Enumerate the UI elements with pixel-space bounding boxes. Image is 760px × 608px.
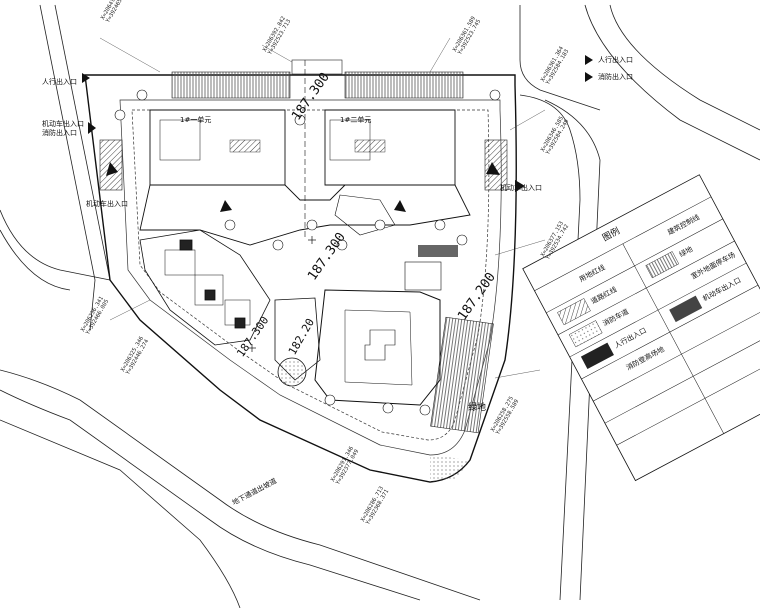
- grid-axis-markers: [114, 89, 501, 416]
- legend-title: 图例: [601, 226, 622, 244]
- legend-row-5: 室外地面停车场: [689, 250, 737, 281]
- survey-marks: [248, 236, 316, 352]
- parking-strips: [99, 59, 508, 434]
- leader-lines: [99, 37, 546, 379]
- fire-entrance-left-label: 消防出入口: [42, 129, 77, 137]
- left-cluster: [139, 229, 271, 346]
- pedestrian-entrance-right-label: 人行出入口: [598, 56, 633, 64]
- legend-row-6: 人行出入口: [613, 326, 648, 350]
- green-area: [430, 455, 470, 482]
- legend-row-7: 机动车出入口: [701, 276, 743, 304]
- road-outlines: [0, 4, 760, 608]
- unit1-label: 1#一单元: [180, 116, 212, 124]
- entrance-arrows: [82, 55, 593, 212]
- vehicle-entrance-right-label: 机动车出入口: [500, 184, 542, 192]
- legend-table: [522, 174, 760, 482]
- legend-row-4: 消防车道: [601, 307, 630, 328]
- center-building: [314, 245, 458, 406]
- unit2-label: 1#二单元: [340, 116, 372, 124]
- center-features: [274, 194, 396, 387]
- fire-entrance-right-label: 消防出入口: [598, 73, 633, 81]
- vehicle-entrance-left2-label: 机动车出入口: [86, 200, 128, 208]
- green-label: 绿地: [468, 403, 487, 413]
- vehicle-entrance-left-label: 机动车出入口: [42, 120, 84, 128]
- legend-row-8: 消防登高场地: [624, 345, 666, 373]
- legend-row-2: 道路红线: [589, 285, 619, 306]
- legend-row-1: 建筑控制线: [666, 213, 701, 237]
- legend-row-3: 绿地: [678, 245, 695, 259]
- pedestrian-entrance-left-label: 人行出入口: [42, 78, 77, 86]
- legend-row-0: 用地红线: [577, 263, 607, 284]
